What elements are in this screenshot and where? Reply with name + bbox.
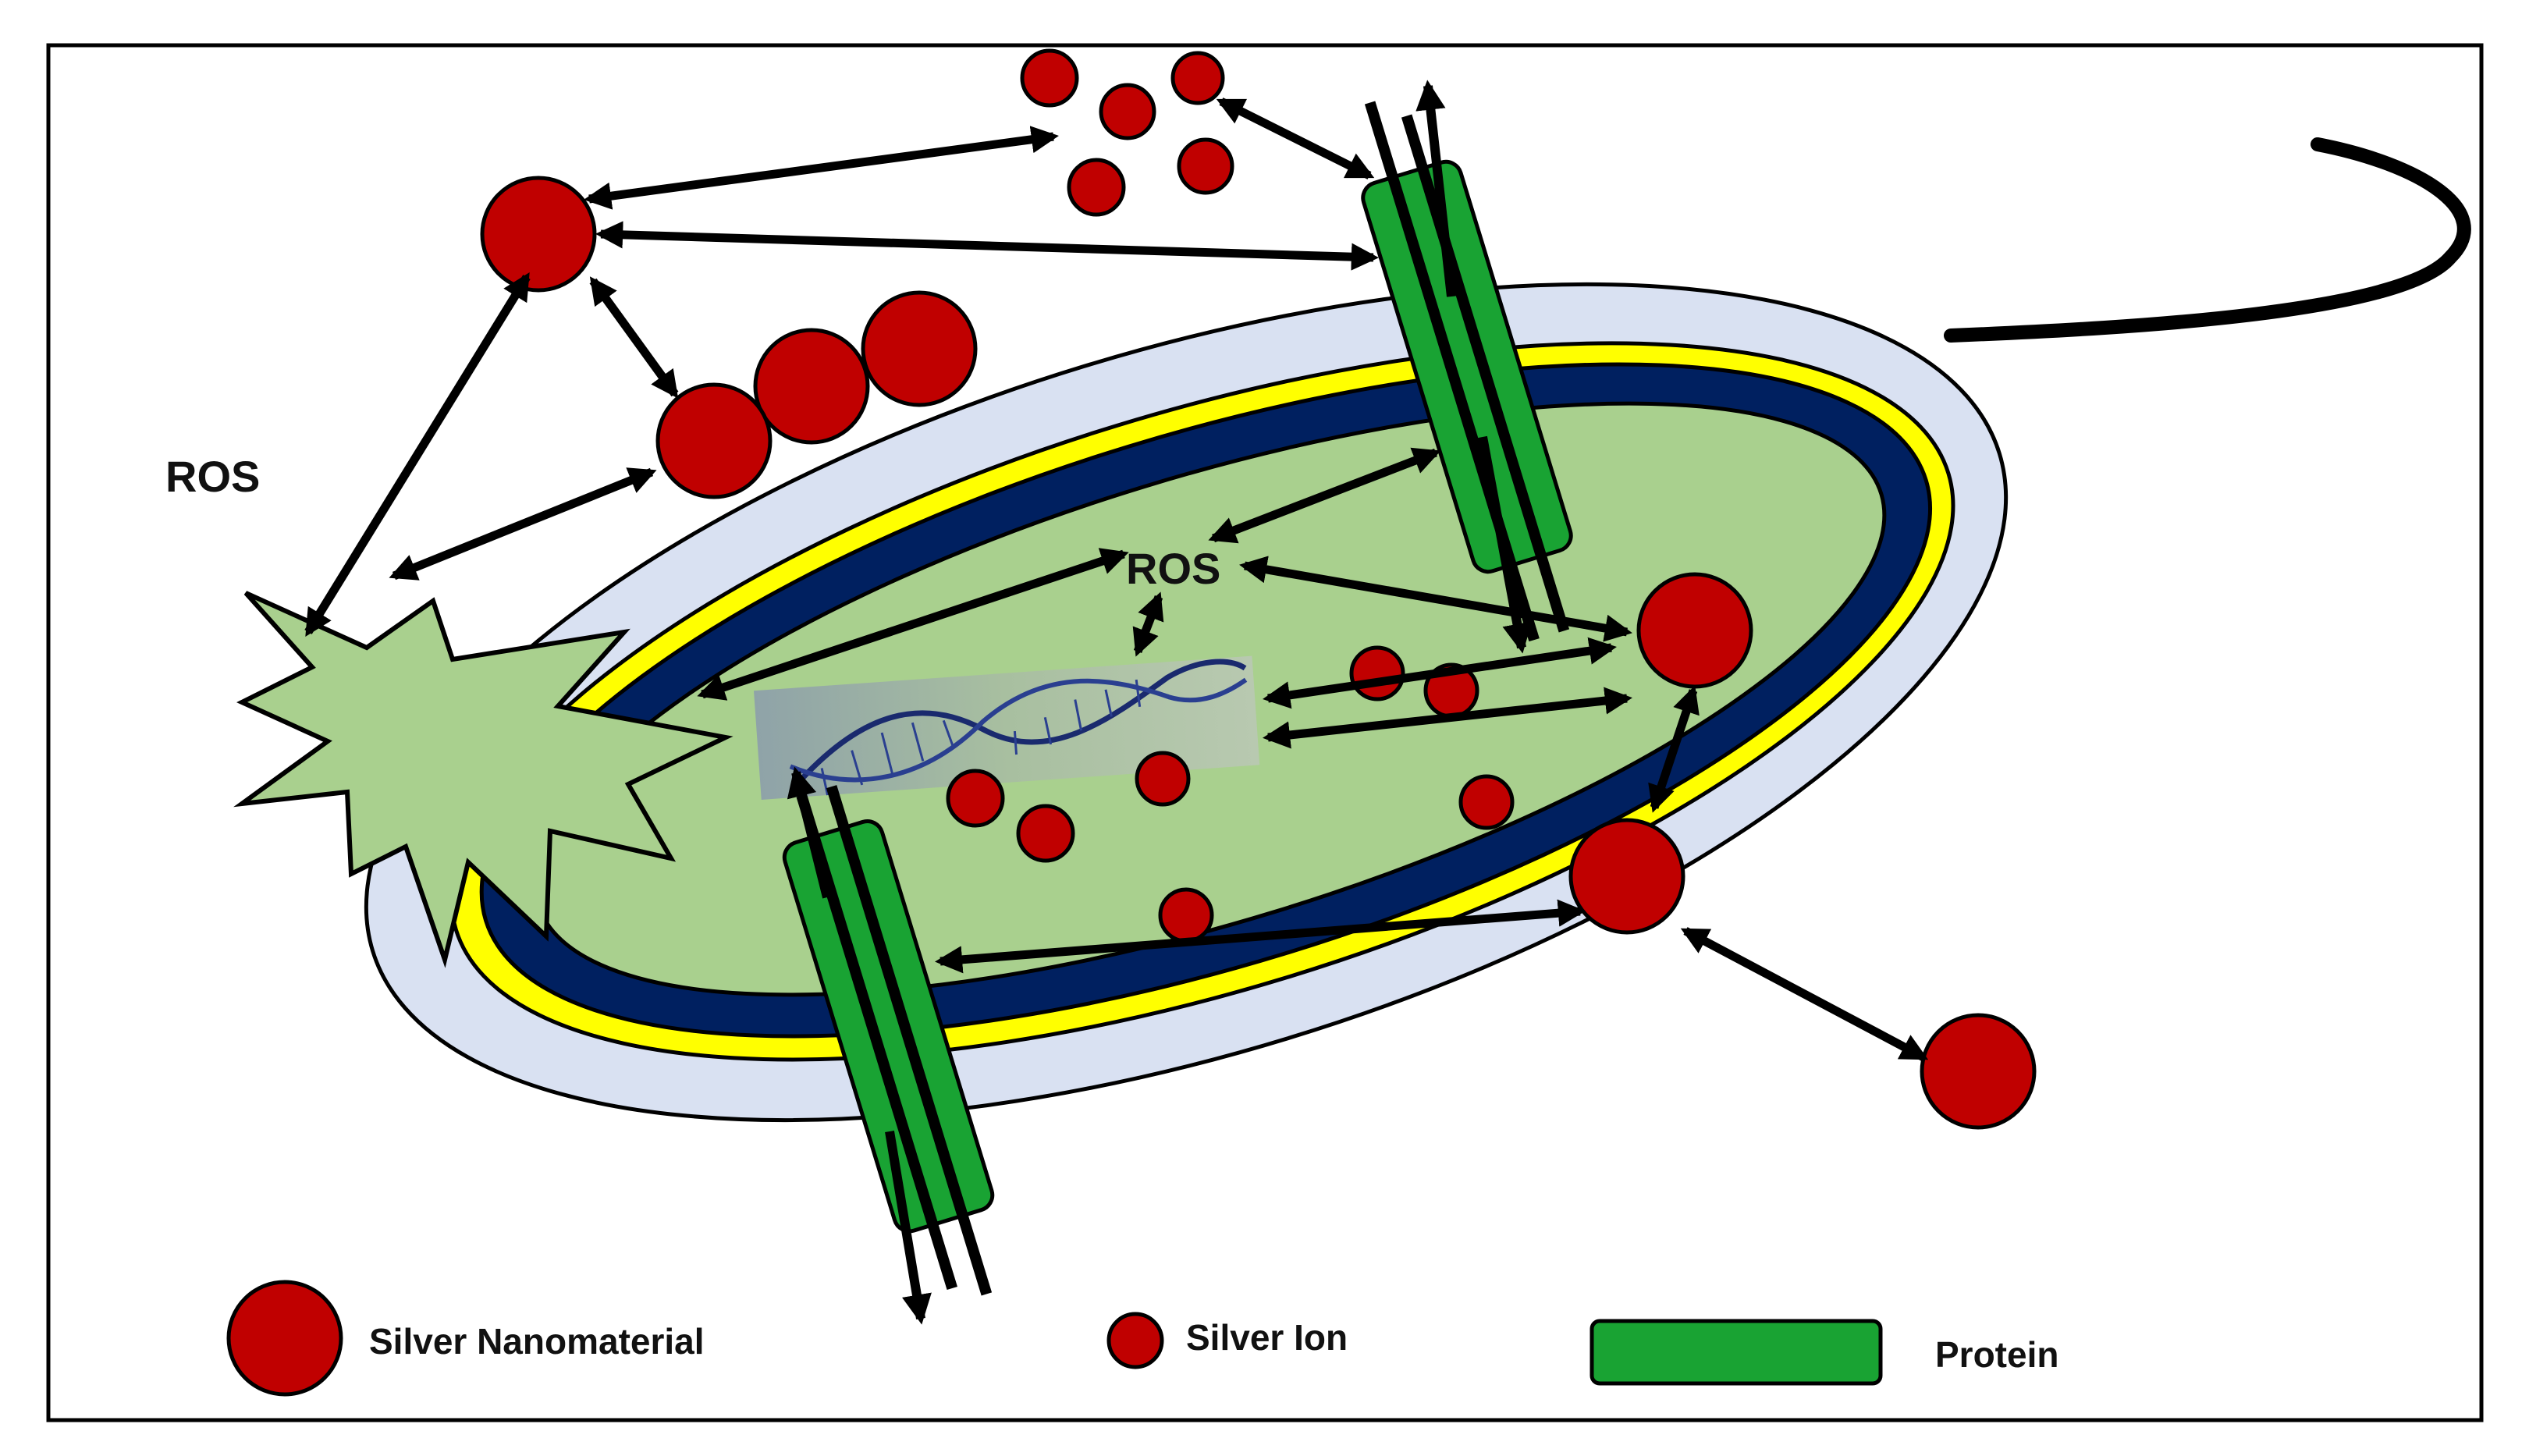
diagram-frame	[46, 43, 2484, 1422]
arrow	[1132, 591, 1164, 657]
interaction-arrows	[304, 98, 1929, 1061]
silver-ion	[1349, 645, 1405, 701]
silver-ion	[1135, 751, 1191, 807]
silver-ion	[1177, 137, 1234, 195]
silver-nanomaterial	[1568, 818, 1685, 935]
arrow	[1239, 556, 1632, 642]
arrow	[697, 548, 1129, 701]
arrow-channel-bottom-out	[885, 1131, 932, 1325]
silver-ion	[1099, 83, 1156, 140]
silver-nanomaterial	[655, 382, 773, 499]
legend-protein-label: Protein	[1935, 1334, 2058, 1375]
legend-nanomaterial-swatch	[226, 1280, 343, 1397]
arrow	[595, 221, 1380, 271]
silver-ion	[1020, 48, 1079, 108]
arrow	[304, 272, 531, 637]
arrow-channel-top-out	[1415, 80, 1456, 297]
silver-nanomaterial	[480, 176, 597, 293]
ros-burst	[233, 591, 733, 968]
legend-protein-swatch	[1590, 1319, 1883, 1386]
arrow	[1648, 685, 1700, 813]
legend: Silver Nanomaterial Silver Ion Protein	[226, 1280, 2058, 1397]
silver-ion	[1458, 774, 1515, 830]
silver-nanomaterial	[1920, 1013, 2037, 1130]
silver-ion	[946, 769, 1005, 828]
legend-ion-swatch	[1106, 1312, 1164, 1369]
ros-label-inner: ROS	[1126, 544, 1220, 593]
silver-nanomaterial	[861, 290, 978, 407]
flagellum	[1944, 137, 2471, 343]
legend-ion-label: Silver Ion	[1186, 1317, 1348, 1358]
silver-nanomaterial	[753, 328, 870, 445]
arrow	[1680, 927, 1929, 1061]
silver-ion	[1158, 887, 1214, 943]
silver-ion	[1170, 51, 1225, 105]
arrow	[934, 899, 1586, 974]
arrow	[1263, 687, 1632, 749]
arrow	[389, 467, 657, 581]
arrow	[589, 276, 679, 399]
ros-label-outer: ROS	[165, 452, 260, 501]
arrow	[1216, 98, 1375, 179]
silver-nanomaterial	[1636, 572, 1753, 689]
silver-ion	[1016, 804, 1075, 863]
arrow	[1208, 447, 1441, 544]
silver-ion	[1067, 158, 1126, 217]
arrow	[584, 126, 1059, 210]
legend-nanomaterial-label: Silver Nanomaterial	[369, 1321, 705, 1362]
arrow-channel-bottom-in	[787, 766, 832, 899]
